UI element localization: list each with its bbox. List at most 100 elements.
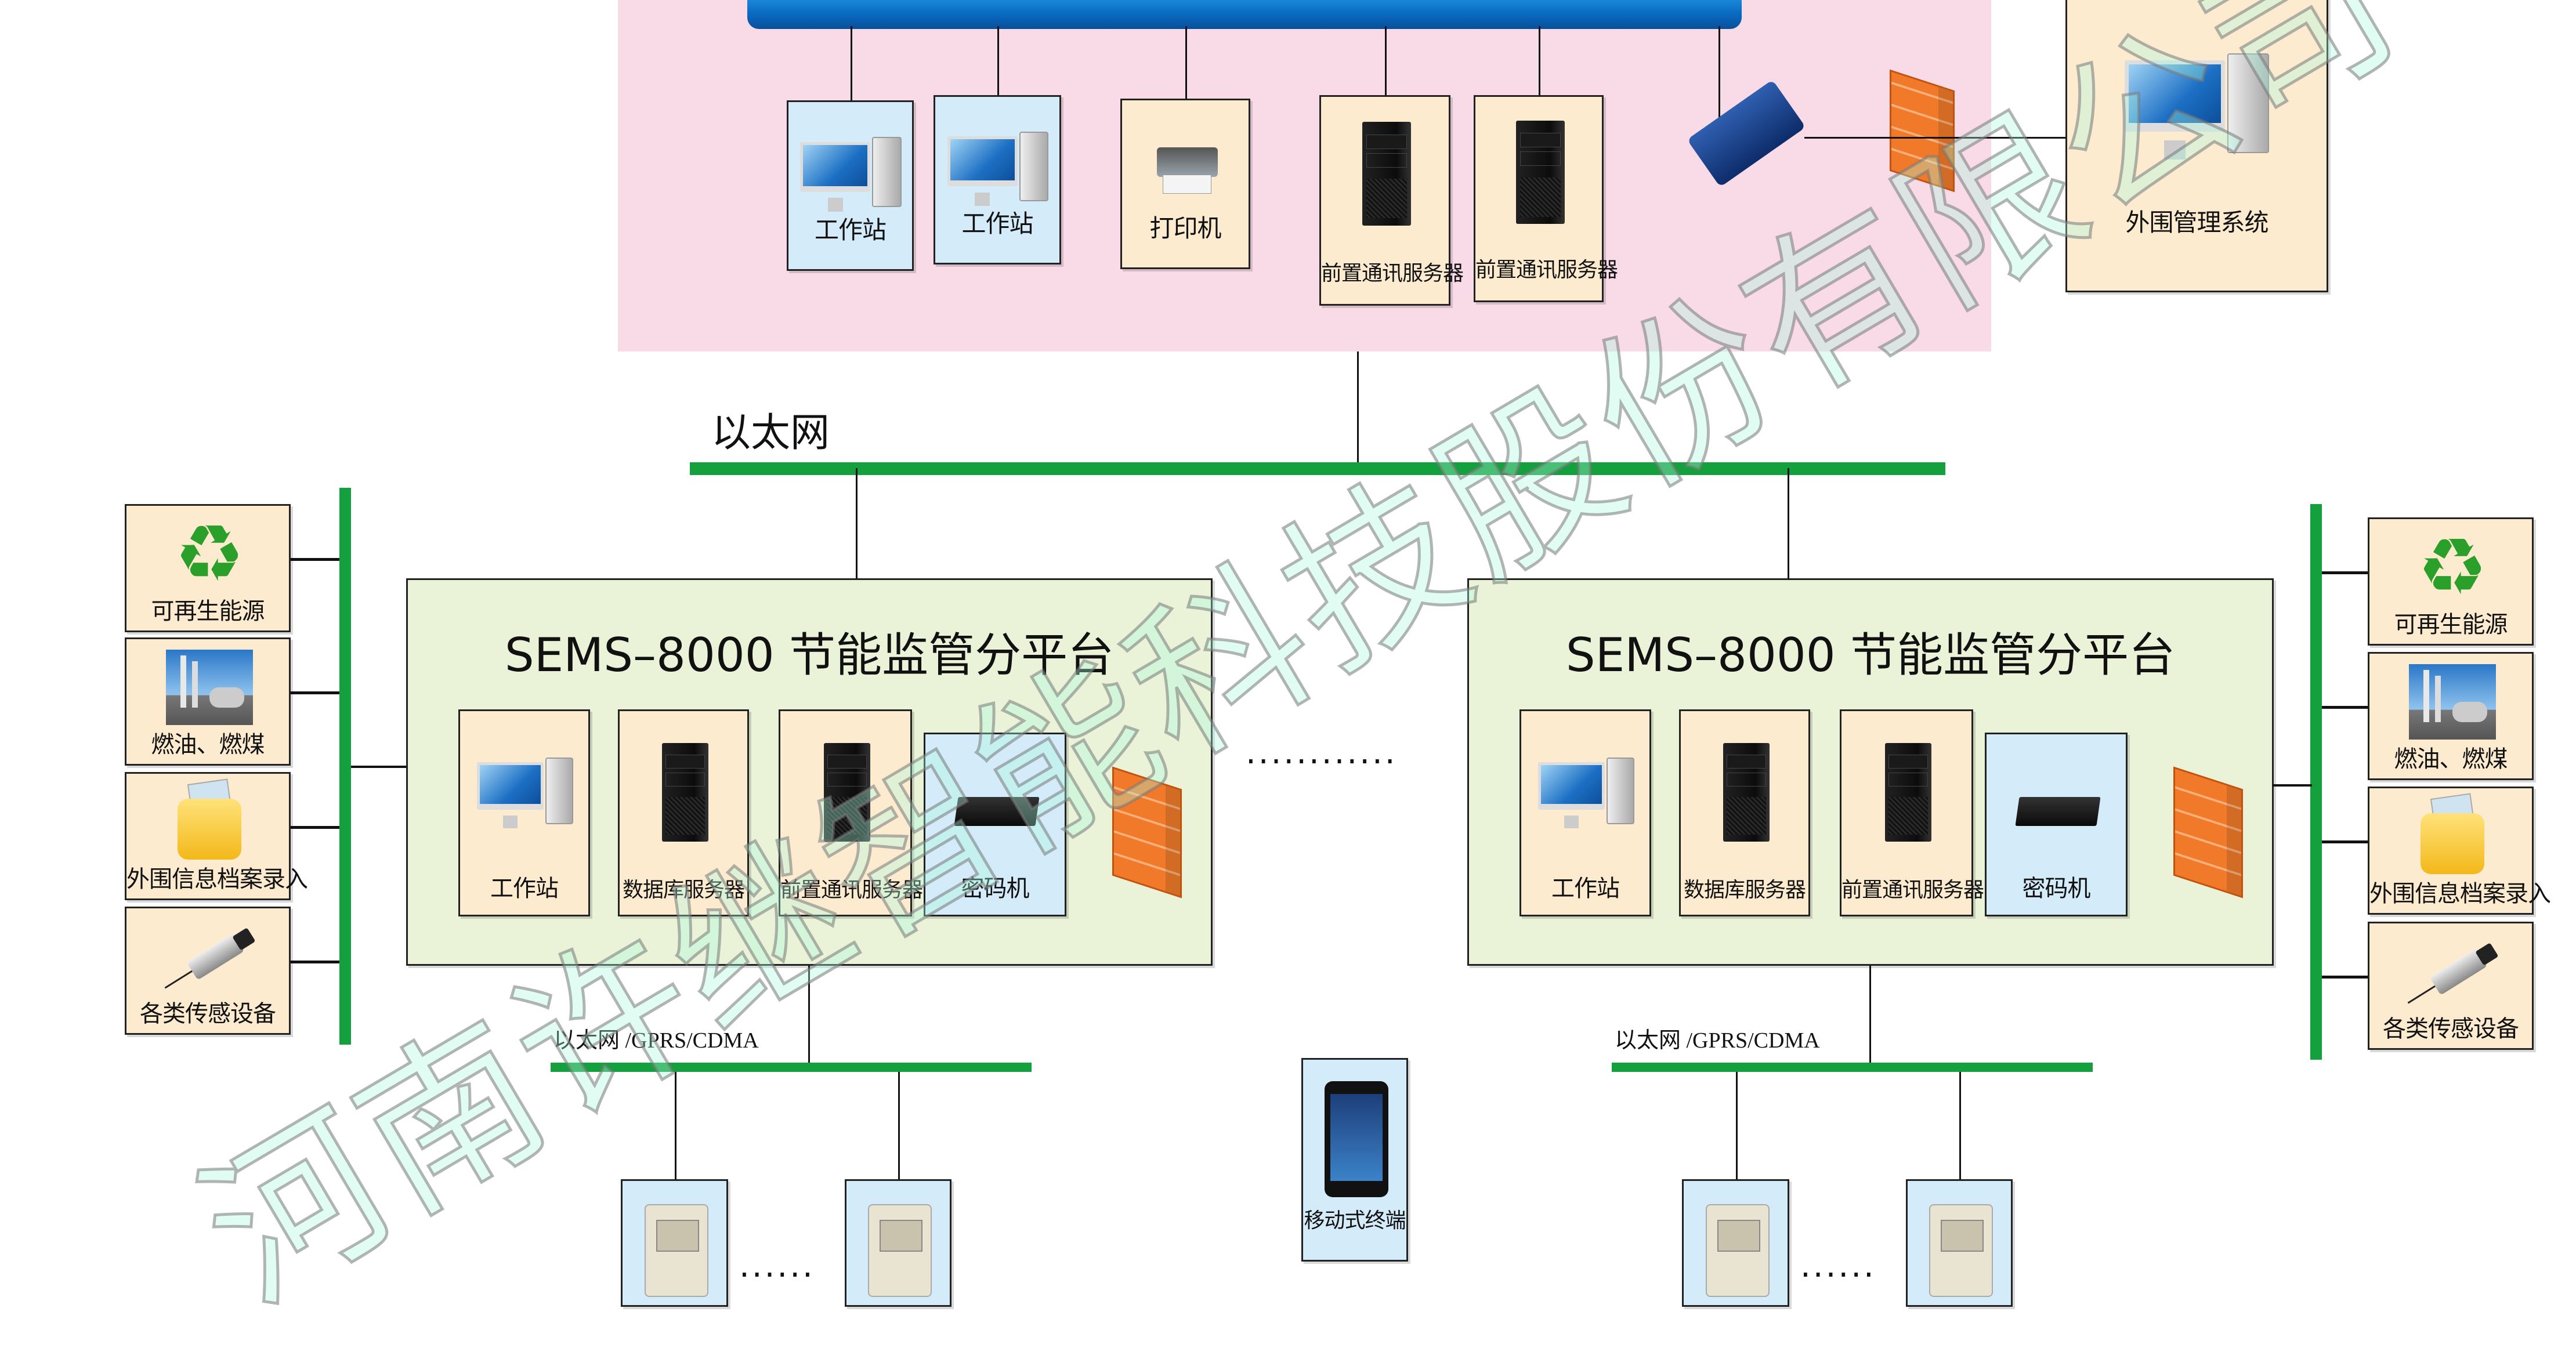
platform-title: SEMS–8000 节能监管分平台 xyxy=(504,628,1115,682)
platform-title: SEMS–8000 节能监管分平台 xyxy=(1565,628,2176,682)
source-left-2[interactable]: 燃油、燃煤 xyxy=(125,637,291,766)
node-label: 前置通讯服务器 xyxy=(780,878,923,902)
platform-node-4[interactable]: 密码机 xyxy=(1985,733,2128,916)
node-label: 密码机 xyxy=(2022,875,2091,902)
meter-ellipsis: ...... xyxy=(739,1247,815,1285)
node-label: 可再生能源 xyxy=(2394,611,2508,638)
source-right-1[interactable]: ♻可再生能源 xyxy=(2368,517,2534,646)
source-left-4[interactable]: 各类传感设备 xyxy=(125,907,291,1035)
meter-node[interactable] xyxy=(1906,1179,2013,1307)
recycle-icon: ♻ xyxy=(2417,521,2488,613)
workstation-icon xyxy=(476,757,576,833)
node-label: 各类传感设备 xyxy=(140,1001,276,1027)
connector-line xyxy=(1735,1072,1738,1179)
platform-node-3[interactable]: 前置通讯服务器 xyxy=(1840,709,1984,916)
server-icon xyxy=(1723,742,1770,842)
node-label: 外围信息档案录入 xyxy=(126,866,308,893)
connector-line xyxy=(1959,1072,1961,1179)
field-bus xyxy=(551,1063,1032,1072)
node-label: 数据库服务器 xyxy=(622,878,745,902)
connector-line xyxy=(674,1072,676,1179)
recycle-icon: ♻ xyxy=(174,508,245,599)
platform-node-2[interactable]: 数据库服务器 xyxy=(618,709,749,916)
sensor-icon xyxy=(2401,937,2503,1014)
field-network-label: 以太网 /GPRS/CDMA xyxy=(1615,1028,1820,1053)
folder-icon xyxy=(178,778,241,863)
connector-line xyxy=(291,960,339,963)
peripheral-management-system[interactable]: 外围管理系统 xyxy=(2065,0,2328,292)
node-label: 前置通讯服务器 xyxy=(1321,262,1464,285)
top-node-5[interactable]: 前置通讯服务器 xyxy=(1474,95,1618,302)
server-icon xyxy=(662,742,708,842)
source-bus-left xyxy=(339,488,351,1045)
meter-node[interactable] xyxy=(621,1179,728,1307)
electric-meter-icon xyxy=(1929,1204,1993,1297)
connector-line xyxy=(1788,468,1789,578)
node-label: 前置通讯服务器 xyxy=(1841,878,1984,902)
field-network-label: 以太网 /GPRS/CDMA xyxy=(553,1028,759,1053)
workstation-icon xyxy=(2125,53,2273,166)
connector-line xyxy=(2322,571,2368,574)
mobile-terminal[interactable]: 移动式终端 xyxy=(1301,1058,1408,1262)
mobile-phone-icon xyxy=(1325,1081,1388,1198)
top-node-2[interactable]: 工作站 xyxy=(934,95,1061,264)
node-label: 工作站 xyxy=(1551,875,1620,902)
workstation-icon xyxy=(1537,757,1637,833)
source-bus-right xyxy=(2310,504,2322,1060)
top-node-1[interactable]: 工作站 xyxy=(787,100,914,271)
connector-line xyxy=(2322,975,2368,979)
sensor-icon xyxy=(158,922,261,999)
server-icon xyxy=(1885,742,1931,842)
node-label: 数据库服务器 xyxy=(1683,878,1806,902)
connector-line xyxy=(850,26,852,100)
server-icon xyxy=(824,742,870,842)
node-label: 打印机 xyxy=(1149,214,1221,242)
meter-ellipsis: ...... xyxy=(1800,1247,1876,1285)
connector-line xyxy=(1718,26,1720,136)
workstation-icon xyxy=(947,131,1051,211)
source-right-3[interactable]: 外围信息档案录入 xyxy=(2368,787,2551,915)
folder-icon xyxy=(2421,793,2484,877)
crypto-machine-icon xyxy=(2015,797,2101,827)
platform-node-2[interactable]: 数据库服务器 xyxy=(1679,709,1810,916)
connector-line xyxy=(1804,137,2065,139)
connector-line xyxy=(1539,26,1540,95)
oil-plant-icon xyxy=(166,649,253,725)
firewall-icon xyxy=(2173,766,2243,898)
top-node-4[interactable]: 前置通讯服务器 xyxy=(1319,95,1464,306)
platform-node-1[interactable]: 工作站 xyxy=(458,709,590,916)
connector-line xyxy=(1185,26,1187,99)
ethernet-bus xyxy=(690,462,1945,475)
backbone-bus xyxy=(747,0,1742,29)
node-label: 前置通讯服务器 xyxy=(1475,258,1618,282)
node-label: 工作站 xyxy=(961,209,1033,238)
meter-node[interactable] xyxy=(845,1179,951,1307)
platform-node-4[interactable]: 密码机 xyxy=(924,733,1066,916)
platform-node-1[interactable]: 工作站 xyxy=(1519,709,1651,916)
connector-line xyxy=(291,691,339,694)
electric-meter-icon xyxy=(1705,1204,1770,1297)
source-left-3[interactable]: 外围信息档案录入 xyxy=(125,772,308,900)
node-label: 工作站 xyxy=(814,216,887,244)
firewall-icon xyxy=(1890,69,1955,192)
connector-line xyxy=(898,1072,900,1179)
source-right-2[interactable]: 燃油、燃煤 xyxy=(2368,652,2534,780)
source-right-4[interactable]: 各类传感设备 xyxy=(2368,922,2534,1050)
node-label: 可再生能源 xyxy=(151,598,265,625)
oil-plant-icon xyxy=(2409,664,2496,740)
field-bus xyxy=(1612,1063,2093,1072)
meter-node[interactable] xyxy=(1682,1179,1789,1307)
connector-line xyxy=(808,966,810,1067)
node-label: 燃油、燃煤 xyxy=(151,731,265,758)
source-left-1[interactable]: ♻可再生能源 xyxy=(125,504,291,632)
platform-node-3[interactable]: 前置通讯服务器 xyxy=(779,709,923,916)
connector-line xyxy=(2273,784,2312,787)
server-icon xyxy=(1516,120,1565,224)
node-label: 移动式终端 xyxy=(1304,1209,1406,1233)
connector-line xyxy=(291,825,339,829)
connector-line xyxy=(291,557,339,561)
node-label: 外围信息档案录入 xyxy=(2369,880,2551,907)
connector-line xyxy=(1869,966,1871,1067)
platform-ellipsis: ............ xyxy=(1246,734,1398,771)
top-node-3[interactable]: 打印机 xyxy=(1120,99,1250,269)
